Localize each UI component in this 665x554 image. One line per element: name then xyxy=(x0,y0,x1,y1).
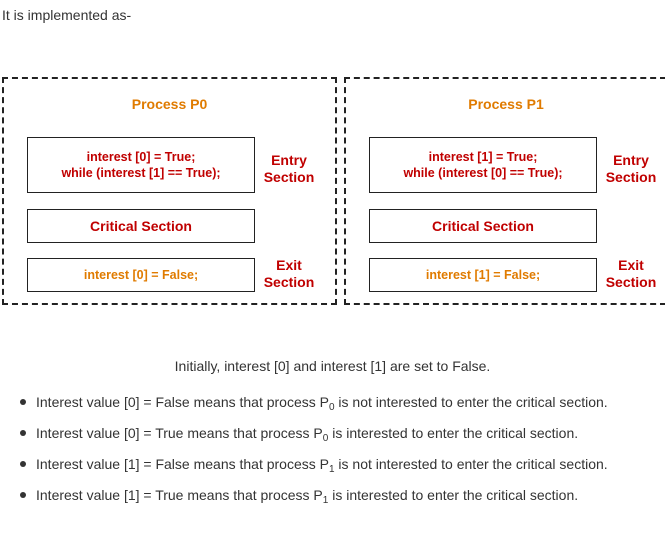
list-item: Interest value [1] = False means that pr… xyxy=(20,442,608,475)
label-line: Entry xyxy=(613,152,649,168)
label-line: Section xyxy=(263,169,315,185)
process-title: Process P0 xyxy=(131,96,208,112)
list-item: Interest value [0] = True means that pro… xyxy=(20,411,608,444)
label-line: Section xyxy=(263,274,315,290)
label-line: Entry xyxy=(271,152,307,168)
interest-bullet-list: Interest value [0] = False means that pr… xyxy=(0,380,608,506)
entry-code-box: interest [0] = True; while (interest [1]… xyxy=(27,137,255,193)
label-line: Exit xyxy=(618,257,644,273)
exit-code-box: interest [1] = False; xyxy=(369,258,597,292)
process-p0-panel: Process P0 interest [0] = True; while (i… xyxy=(2,77,337,305)
exit-section-label: Exit Section xyxy=(601,257,661,291)
list-item: Interest value [1] = True means that pro… xyxy=(20,473,608,506)
list-item: Interest value [0] = False means that pr… xyxy=(20,380,608,413)
exit-code-box: interest [0] = False; xyxy=(27,258,255,292)
process-p1-panel: Process P1 interest [1] = True; while (i… xyxy=(344,77,665,305)
critical-section-box: Critical Section xyxy=(27,209,255,243)
exit-section-label: Exit Section xyxy=(259,257,319,291)
label-line: Section xyxy=(605,169,657,185)
label-line: Section xyxy=(605,274,657,290)
label-line: Exit xyxy=(276,257,302,273)
entry-code-line: interest [1] = True; xyxy=(428,150,538,164)
intro-text: It is implemented as- xyxy=(2,7,132,23)
entry-section-label: Entry Section xyxy=(601,152,661,186)
entry-code-line: while (interest [1] == True); xyxy=(61,166,221,180)
critical-section-box: Critical Section xyxy=(369,209,597,243)
entry-code-line: interest [0] = True; xyxy=(86,150,196,164)
entry-code-box: interest [1] = True; while (interest [0]… xyxy=(369,137,597,193)
initial-note: Initially, interest [0] and interest [1]… xyxy=(174,358,491,374)
entry-section-label: Entry Section xyxy=(259,152,319,186)
entry-code-line: while (interest [0] == True); xyxy=(403,166,563,180)
process-title: Process P1 xyxy=(468,96,544,112)
